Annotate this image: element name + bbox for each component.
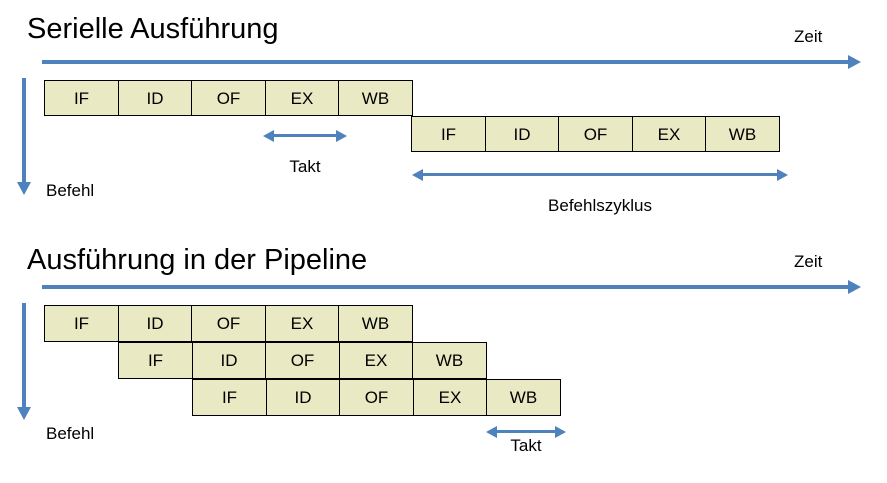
arrow-head-down-icon — [17, 407, 31, 420]
measure-label-takt-pipeline: Takt — [510, 436, 542, 455]
instruction-row: IF ID OF EX WB — [411, 116, 780, 152]
section-title-pipeline: Ausführung in der Pipeline — [27, 244, 368, 276]
stage-box: OF — [265, 342, 340, 379]
stage-box: ID — [265, 379, 341, 416]
measure-shaft — [270, 134, 340, 137]
stage-box: WB — [705, 116, 780, 152]
measure-label-befehlszyklus: Befehlszyklus — [548, 196, 652, 215]
stage-box: OF — [339, 379, 414, 416]
measure-shaft — [419, 173, 781, 176]
arrow-head-down-icon — [17, 182, 31, 195]
arrow-head-right-icon — [336, 130, 347, 142]
arrow-head-right-icon — [777, 169, 788, 181]
measure-arrow-befehlszyklus — [412, 169, 788, 181]
stage-box: OF — [191, 80, 266, 116]
arrow-head-left-icon — [412, 169, 423, 181]
arrow-head-right-icon — [848, 280, 861, 294]
instruction-row: IF ID OF EX WB — [118, 342, 487, 379]
measure-label-takt-serial: Takt — [289, 157, 321, 176]
instruction-axis-shaft — [22, 78, 26, 182]
stage-box: WB — [486, 379, 561, 416]
time-axis-shaft — [42, 285, 848, 289]
stage-box: IF — [192, 379, 267, 416]
stage-box: WB — [338, 305, 413, 342]
stage-box: OF — [558, 116, 633, 152]
stage-box: ID — [484, 116, 560, 152]
stage-box: EX — [264, 80, 340, 116]
stage-box: EX — [412, 379, 488, 416]
stage-box: ID — [117, 305, 193, 342]
stage-box: EX — [631, 116, 707, 152]
section-title-serial: Serielle Ausführung — [27, 13, 279, 45]
stage-box: ID — [191, 342, 267, 379]
time-axis-label-serial: Zeit — [794, 27, 823, 46]
instruction-axis-label-pipeline: Befehl — [46, 424, 95, 443]
arrow-head-right-icon — [848, 55, 861, 69]
stage-box: IF — [411, 116, 486, 152]
instruction-axis-shaft — [22, 303, 26, 407]
stage-box: ID — [117, 80, 193, 116]
time-axis-arrow-pipeline — [42, 280, 861, 294]
measure-shaft — [493, 430, 559, 433]
instruction-row: IF ID OF EX WB — [192, 379, 561, 416]
stage-box: IF — [44, 305, 119, 342]
measure-arrow-takt-pipeline — [486, 426, 566, 438]
arrow-head-right-icon — [555, 426, 566, 438]
time-axis-arrow-serial — [42, 55, 861, 69]
time-axis-label-pipeline: Zeit — [794, 252, 823, 271]
stage-box: OF — [191, 305, 266, 342]
stage-box: WB — [338, 80, 413, 116]
time-axis-shaft — [42, 60, 848, 64]
stage-box: IF — [44, 80, 119, 116]
stage-box: EX — [264, 305, 340, 342]
arrow-head-left-icon — [263, 130, 274, 142]
measure-arrow-takt-serial — [263, 130, 347, 142]
arrow-head-left-icon — [486, 426, 497, 438]
instruction-row: IF ID OF EX WB — [44, 80, 413, 116]
stage-box: WB — [412, 342, 487, 379]
stage-box: IF — [118, 342, 193, 379]
instruction-axis-label-serial: Befehl — [46, 181, 95, 200]
instruction-row: IF ID OF EX WB — [44, 305, 413, 342]
instruction-axis-arrow-serial — [17, 78, 31, 195]
instruction-axis-arrow-pipeline — [17, 303, 31, 420]
stage-box: EX — [338, 342, 414, 379]
